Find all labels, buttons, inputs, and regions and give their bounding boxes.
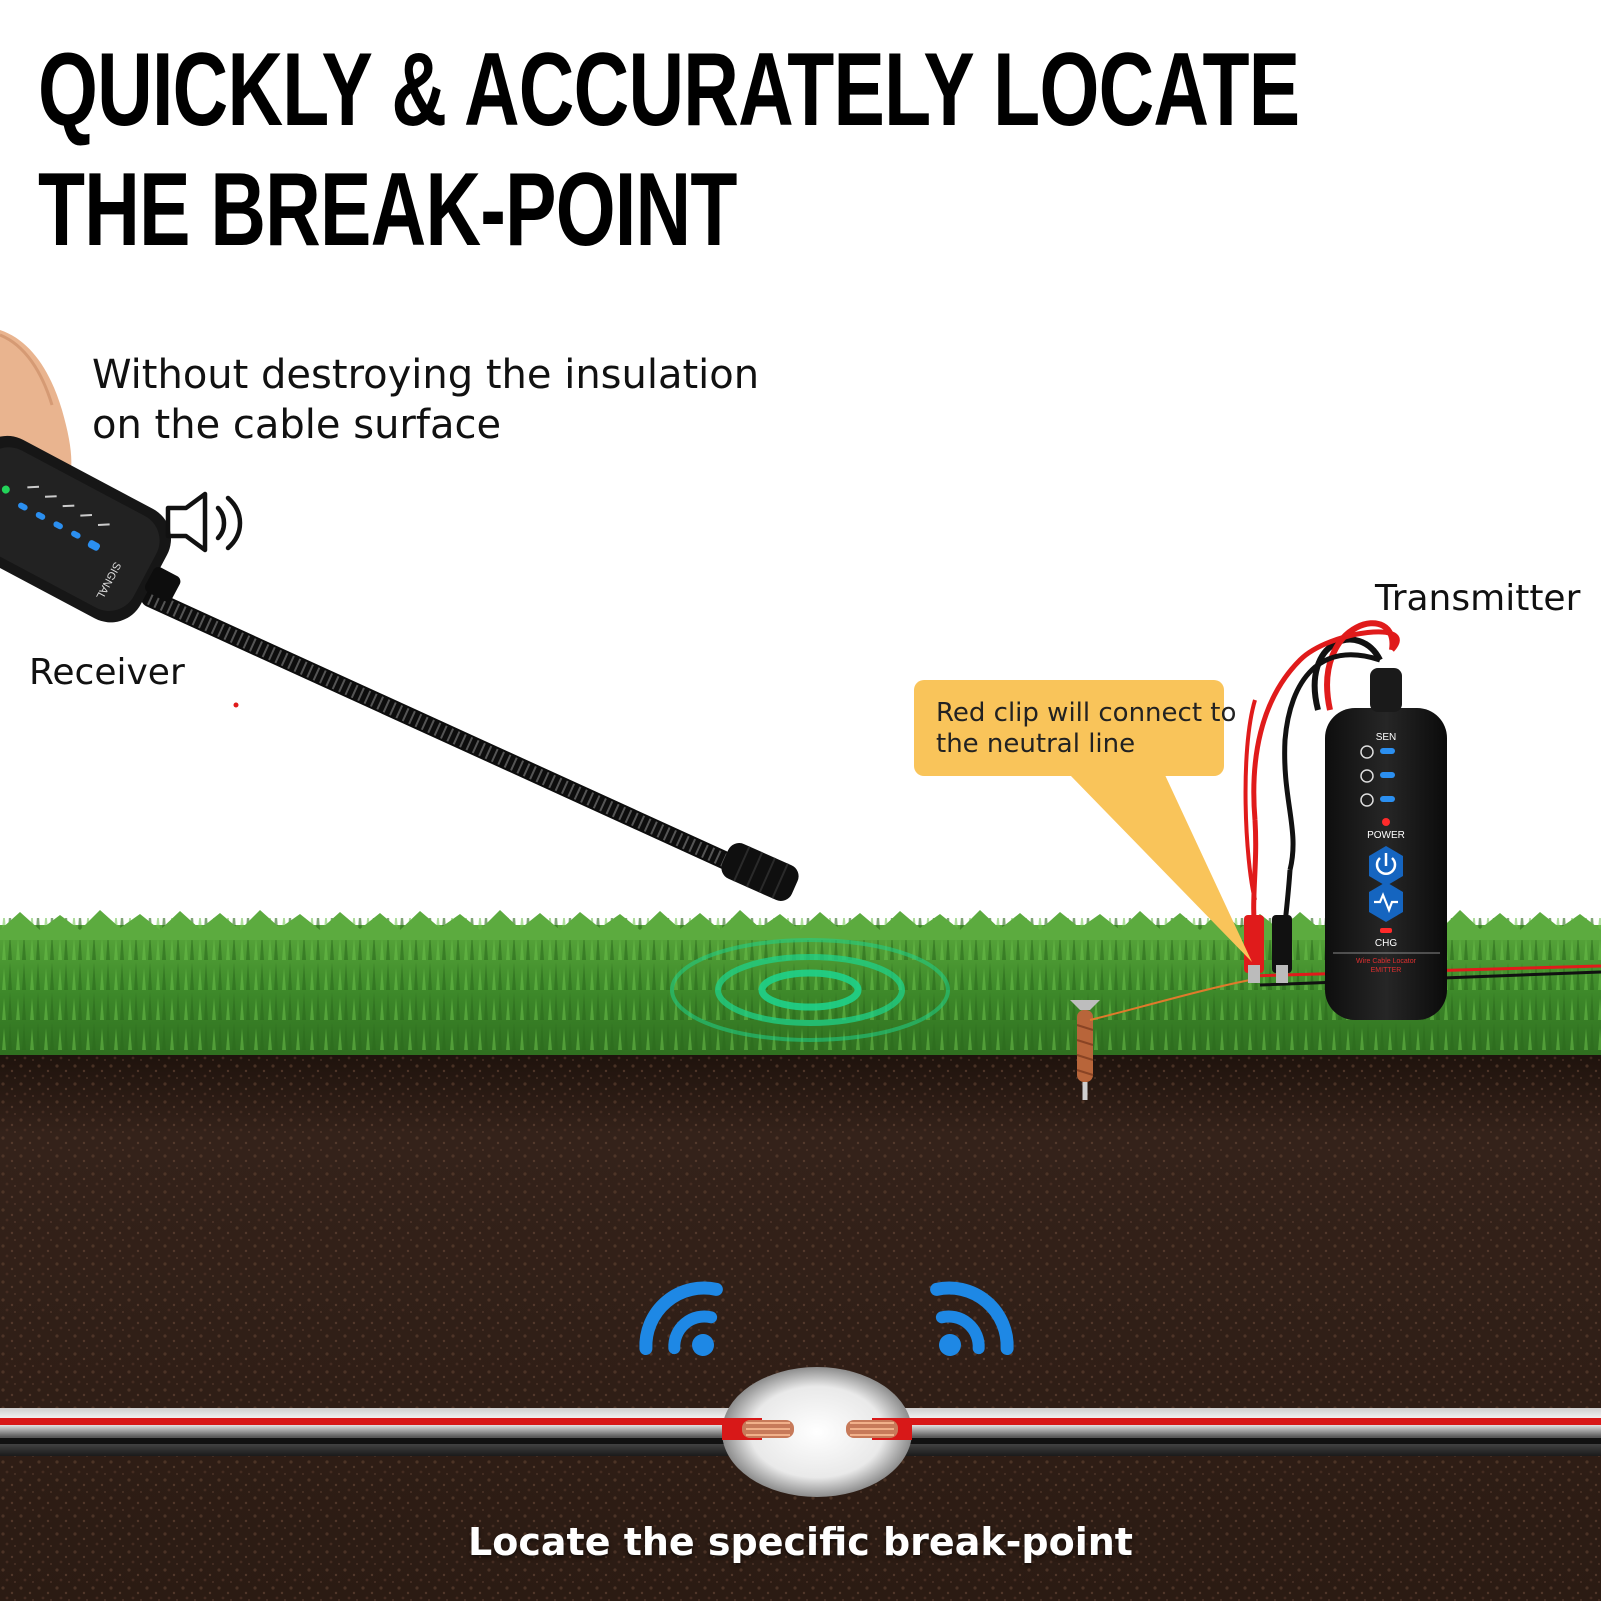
receiver-coil-cable	[141, 589, 799, 901]
red-clip-callout: Red clip will connect to the neutral lin…	[914, 680, 1237, 776]
receiver-signal-leds	[1, 485, 110, 551]
tx-sen-label: SEN	[1376, 732, 1397, 743]
wifi-signal-icon	[639, 1281, 723, 1356]
ground-screw-icon	[1070, 1000, 1100, 1100]
wifi-signal-icon	[930, 1281, 1014, 1356]
black-clip	[1272, 915, 1292, 983]
tx-chg-label: CHG	[1375, 938, 1397, 949]
transmitter-device: SEN POWER CHG Wire Cable Locator EMITTER	[1325, 668, 1447, 1020]
headline-line-1: QUICKLY & ACCURATELY LOCATE	[38, 32, 1300, 148]
subtext-line-2: on the cable surface	[92, 402, 502, 448]
tx-brand-line1: Wire Cable Locator	[1356, 958, 1417, 965]
callout-line-2: the neutral line	[936, 729, 1136, 759]
tx-brand-line2: EMITTER	[1371, 967, 1402, 974]
wave-icon	[1369, 882, 1403, 922]
callout-line-1: Red clip will connect to	[936, 698, 1237, 728]
break-point	[722, 1367, 912, 1497]
receiver-device: SIGNAL	[0, 435, 181, 623]
detection-pulse	[670, 938, 950, 1042]
power-icon	[1369, 846, 1403, 886]
speaker-icon	[165, 491, 243, 553]
transmitter-wires	[1089, 620, 1601, 1021]
red-clip	[1244, 915, 1264, 983]
tx-power-label: POWER	[1367, 830, 1405, 841]
callout-pointer	[1070, 775, 1252, 962]
headline-line-2: THE BREAK-POINT	[38, 152, 737, 268]
subtext-line-1: Without destroying the insulation	[92, 352, 760, 398]
transmitter-label: Transmitter	[1375, 578, 1581, 619]
bottom-caption: Locate the specific break-point	[468, 1520, 1133, 1564]
tx-sensitivity-leds	[1360, 745, 1395, 807]
receiver-label: Receiver	[29, 652, 185, 693]
